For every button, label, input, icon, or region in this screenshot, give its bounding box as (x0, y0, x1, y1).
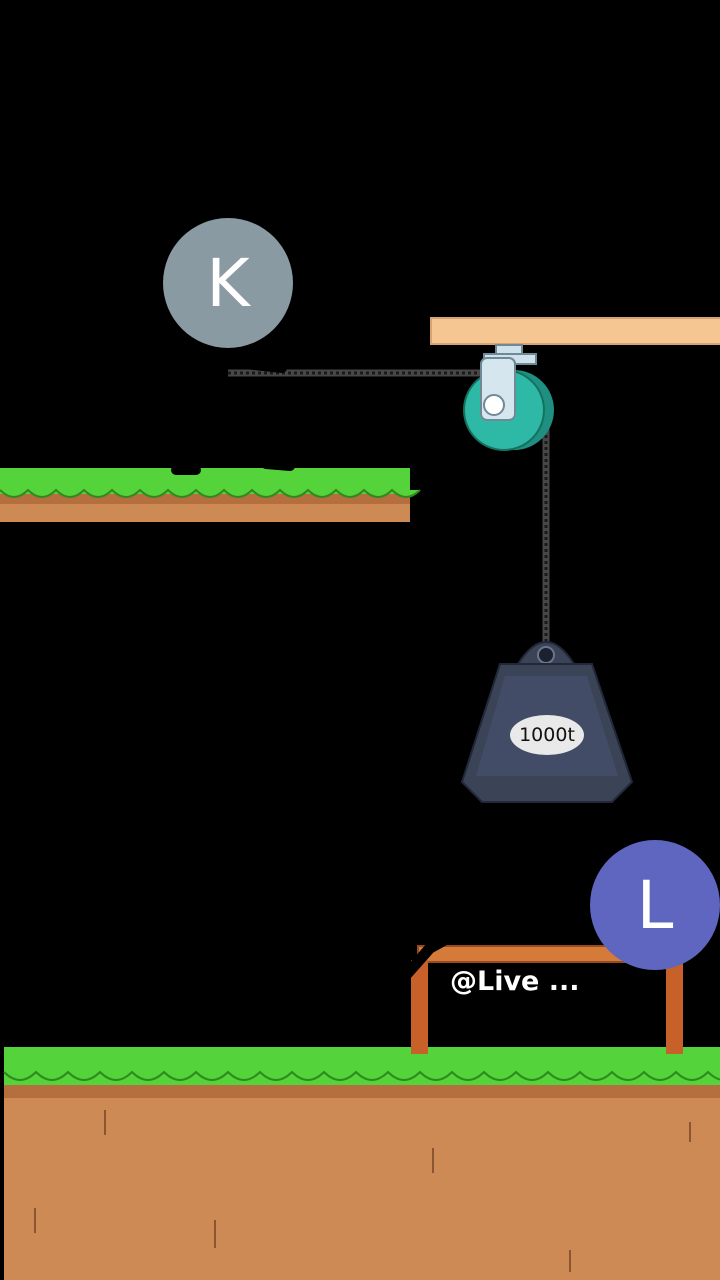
upper-platform (0, 468, 421, 522)
weight-label: 1000t (510, 715, 584, 755)
player-l-avatar: L (590, 840, 720, 970)
rope (228, 369, 550, 648)
pulley (463, 344, 554, 451)
ceiling-beam (430, 317, 720, 345)
bottom-stickman (362, 840, 599, 1006)
player-l-initial: L (636, 866, 674, 944)
watermark-text: @Live ... (450, 966, 580, 997)
player-k-avatar: K (163, 218, 293, 348)
top-stickman (171, 334, 295, 475)
ground (3, 1047, 720, 1280)
player-k-initial: K (206, 244, 250, 322)
